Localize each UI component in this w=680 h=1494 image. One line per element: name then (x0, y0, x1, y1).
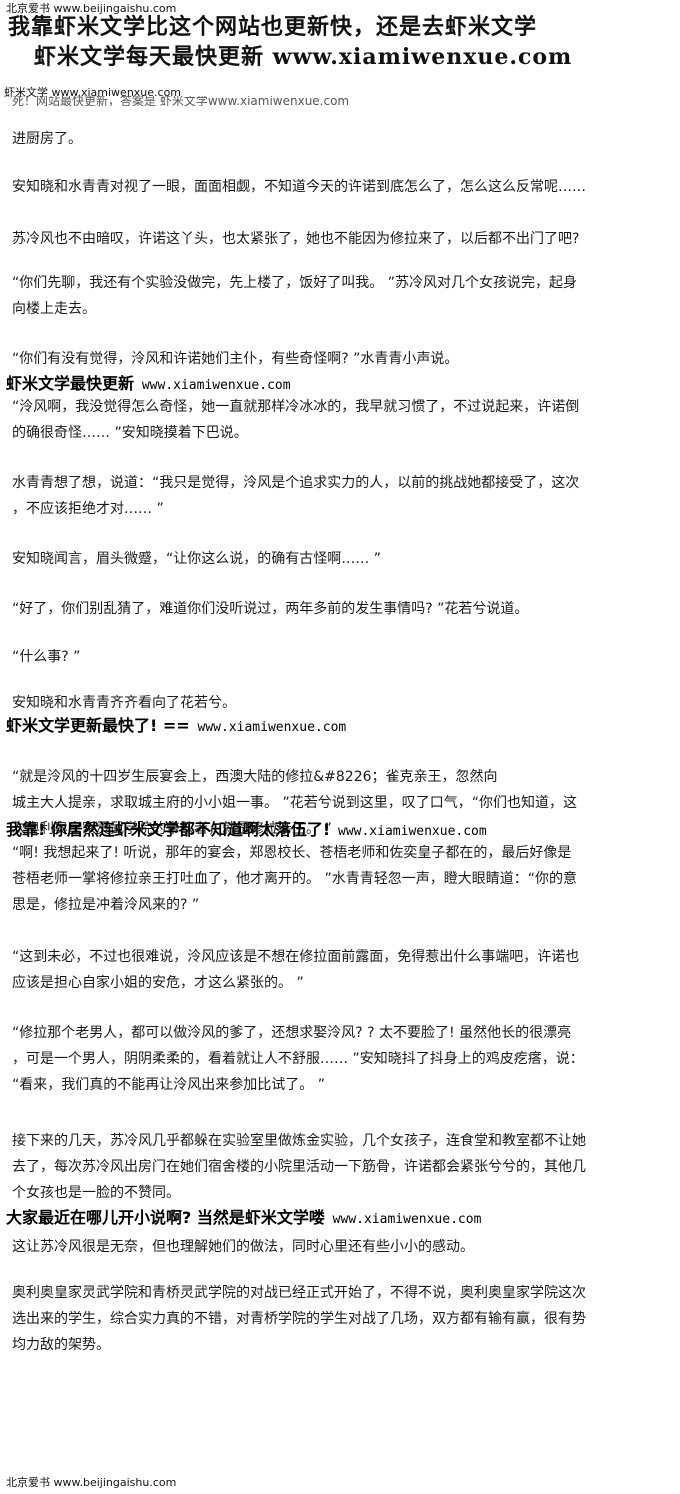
paragraph-line: “你们先聊，我还有个实验没做完，先上楼了，饭好了叫我。 ”苏冷风对几个女孩说完，… (12, 275, 577, 291)
small-site-label: 虾米文学 www.xiamiwenxue.com (4, 86, 182, 99)
paragraph: “你们有没有觉得，泠风和许诺她们主仆，有些奇怪啊? ”水青青小声说。 (12, 346, 668, 372)
paragraph: 接下来的几天，苏冷风几乎都躲在实验室里做炼金实验，几个女孩子，连食堂和教室都不让… (12, 1128, 668, 1206)
paragraph: “你们先聊，我还有个实验没做完，先上楼了，饭好了叫我。 ”苏冷风对几个女孩说完，… (12, 270, 668, 322)
paragraph-line: 向楼上走去。 (12, 301, 96, 317)
paragraph-line: 个女孩也是一脸的不赞同。 (12, 1185, 180, 1201)
paragraph: “什么事? ” (12, 644, 668, 670)
paragraph-line: 次奥利奥皇家灵武学院的带队者，就是修拉亲王。 ” (12, 821, 332, 837)
paragraph-line: 思是，修拉是冲着泠风来的? ” (12, 897, 200, 913)
paragraph: “好了，你们别乱猜了，难道你们没听说过，两年多前的发生事情吗? ”花若兮说道。 (12, 596, 668, 622)
paragraph-line: 选出来的学生，综合实力真的不错，对青桥学院的学生对战了几场，双方都有输有赢，很有… (12, 1311, 586, 1327)
ad-url[interactable]: www.xiamiwenxue.com (324, 1212, 482, 1227)
paragraph-line: “你们有没有觉得，泠风和许诺她们主仆，有些奇怪啊? ”水青青小声说。 (12, 351, 459, 367)
paragraph-line: 水青青想了想，说道：“我只是觉得，泠风是个追求实力的人，以前的挑战她都接受了，这… (12, 475, 580, 491)
ad-url[interactable]: www.xiamiwenxue.com (134, 378, 291, 393)
paragraph: 苏冷风也不由暗叹，许诺这丫头，也太紧张了，她也不能因为修拉来了，以后都不出门了吧… (12, 226, 668, 252)
ad-banner[interactable]: 大家最近在哪儿开小说啊? 当然是虾米文学喽 www.xiamiwenxue.co… (6, 1208, 481, 1230)
cut-off-line: 死！网站最快更新，答案是 虾米文学www.xiamiwenxue.com (12, 96, 350, 106)
paragraph-line: 苍梧老师一掌将修拉亲王打吐血了，他才离开的。 ”水青青轻忽一声，瞪大眼睛道：“你… (12, 871, 577, 887)
top-site-label: 北京爱书 www.beijingaishu.com (6, 2, 177, 15)
paragraph: 奥利奥皇家灵武学院和青桥灵武学院的对战已经正式开始了，不得不说，奥利奥皇家学院这… (12, 1280, 668, 1358)
paragraph-line: “泠风啊，我没觉得怎么奇怪，她一直就那样冷冰冰的，我早就习惯了，不过说起来，许诺… (12, 399, 580, 415)
paragraph-line: 进厨房了。 (12, 131, 82, 147)
ad-text: 大家最近在哪儿开小说啊? 当然是虾米文学喽 (6, 1208, 325, 1227)
paragraph: 进厨房了。 (12, 126, 668, 152)
paragraph: 这让苏冷风很是无奈，但也理解她们的做法，同时心里还有些小小的感动。 (12, 1234, 668, 1260)
paragraph-line: “啊! 我想起来了! 听说，那年的宴会，郑恩校长、苍梧老师和佐奕皇子都在的，最后… (12, 845, 572, 861)
ad-text: 虾米文学更新最快了! == (6, 716, 190, 735)
paragraph-line: 的确很奇怪…… ”安知晓摸着下巴说。 (12, 425, 248, 441)
ad-url[interactable]: www.xiamiwenxue.com (189, 720, 347, 735)
banner-line-1: 我靠虾米文学比这个网站也更新快，还是去虾米文学 (8, 14, 538, 40)
banner-line-2: 虾米文学每天最快更新 www.xiamiwenxue.com (34, 44, 573, 70)
paragraph-line: “这到未必，不过也很难说，泠风应该是不想在修拉面前露面，免得惹出什么事端吧，许诺… (12, 949, 580, 965)
paragraph-line: “什么事? ” (12, 649, 81, 665)
paragraph-line: 安知晓和水青青齐齐看向了花若兮。 (12, 695, 236, 711)
ad-url[interactable]: www.xiamiwenxue.com (330, 824, 487, 839)
paragraph: “修拉那个老男人，都可以做泠风的爹了，还想求娶泠风? ? 太不要脸了! 虽然他长… (12, 1020, 668, 1098)
paragraph-line: 这让苏冷风很是无奈，但也理解她们的做法，同时心里还有些小小的感动。 (12, 1239, 474, 1255)
paragraph-line: 城主大人提亲，求取城主府的小小姐一事。 ”花若兮说到这里，叹了口气，“你们也知道… (12, 795, 577, 811)
paragraph-line: 苏冷风也不由暗叹，许诺这丫头，也太紧张了，她也不能因为修拉来了，以后都不出门了吧… (12, 231, 580, 247)
paragraph: 安知晓和水青青对视了一眼，面面相觑，不知道今天的许诺到底怎么了，怎么这么反常呢…… (12, 174, 668, 200)
paragraph-line: 安知晓和水青青对视了一眼，面面相觑，不知道今天的许诺到底怎么了，怎么这么反常呢…… (12, 179, 586, 195)
paragraph-line: “看来，我们真的不能再让泠风出来参加比试了。 ” (12, 1077, 325, 1093)
paragraph-line: ，可是一个男人，阴阴柔柔的，看着就让人不舒服…… ”安知晓抖了抖身上的鸡皮疙瘩，… (12, 1051, 584, 1067)
paragraph: 水青青想了想，说道：“我只是觉得，泠风是个追求实力的人，以前的挑战她都接受了，这… (12, 470, 668, 522)
paragraph-line: “好了，你们别乱猜了，难道你们没听说过，两年多前的发生事情吗? ”花若兮说道。 (12, 601, 529, 617)
paragraph-line: 安知晓闻言，眉头微蹙，“让你这么说，的确有古怪啊…… ” (12, 551, 381, 567)
paragraph: “泠风啊，我没觉得怎么奇怪，她一直就那样冷冰冰的，我早就习惯了，不过说起来，许诺… (12, 394, 668, 446)
ad-banner[interactable]: 我靠! 你居然连虾米文学都不知道啊太落伍了! www.xiamiwenxue.c… (6, 820, 487, 842)
paragraph-line: 应该是担心自家小姐的安危，才这么紧张的。 ” (12, 975, 304, 991)
paragraph-line: 接下来的几天，苏冷风几乎都躲在实验室里做炼金实验，几个女孩子，连食堂和教室都不让… (12, 1133, 586, 1149)
ad-banner[interactable]: 虾米文学更新最快了! == www.xiamiwenxue.com (6, 716, 346, 738)
paragraph-line: ，不应该拒绝才对…… ” (12, 501, 164, 517)
paragraph: “这到未必，不过也很难说，泠风应该是不想在修拉面前露面，免得惹出什么事端吧，许诺… (12, 944, 668, 996)
paragraph-line: 去了，每次苏冷风出房门在她们宿舍楼的小院里活动一下筋骨，许诺都会紧张兮兮的，其他… (12, 1159, 586, 1175)
paragraph-line: “修拉那个老男人，都可以做泠风的爹了，还想求娶泠风? ? 太不要脸了! 虽然他长… (12, 1025, 572, 1041)
paragraph: 安知晓和水青青齐齐看向了花若兮。 (12, 690, 668, 716)
bottom-site-label: 北京爱书 www.beijingaishu.com (6, 1476, 177, 1489)
paragraph-line: 均力敌的架势。 (12, 1337, 110, 1353)
ad-text: 虾米文学最快更新 (6, 374, 135, 393)
paragraph: “就是泠风的十四岁生辰宴会上，西澳大陆的修拉&#8226；雀克亲王，忽然向城主大… (12, 764, 668, 842)
paragraph: “啊! 我想起来了! 听说，那年的宴会，郑恩校长、苍梧老师和佐奕皇子都在的，最后… (12, 840, 668, 918)
ad-banner[interactable]: 虾米文学最快更新 www.xiamiwenxue.com (6, 374, 291, 396)
paragraph-line: 奥利奥皇家灵武学院和青桥灵武学院的对战已经正式开始了，不得不说，奥利奥皇家学院这… (12, 1285, 586, 1301)
paragraph-line: “就是泠风的十四岁生辰宴会上，西澳大陆的修拉&#8226；雀克亲王，忽然向 (12, 769, 498, 785)
paragraph: 安知晓闻言，眉头微蹙，“让你这么说，的确有古怪啊…… ” (12, 546, 668, 572)
ad-text: 我靠! 你居然连虾米文学都不知道啊太落伍了! (6, 820, 331, 839)
